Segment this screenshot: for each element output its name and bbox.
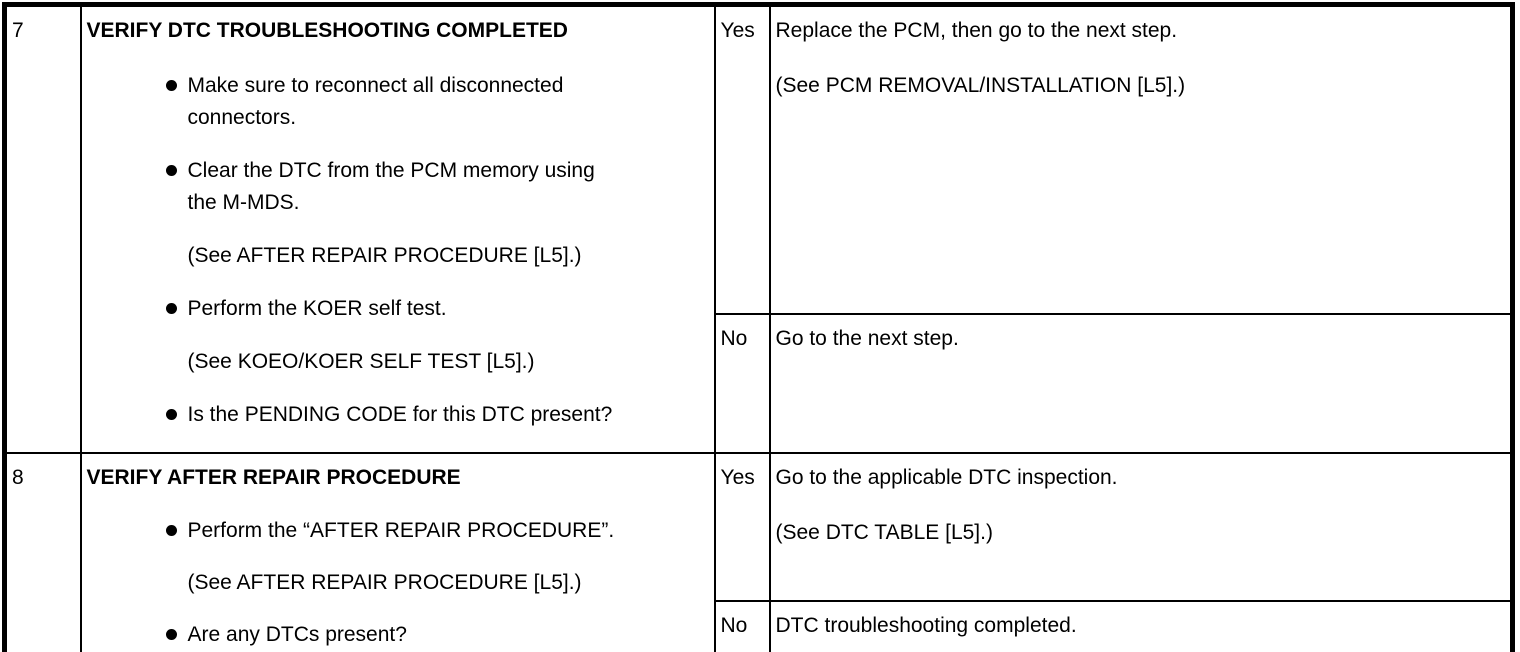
bullet-item: Perform the KOER self test. <box>165 293 709 325</box>
result-text: DTC troubleshooting completed. <box>775 614 1077 638</box>
see-reference: (See PCM REMOVAL/INSTALLATION [L5].) <box>775 74 1186 97</box>
bullet-text: Perform the “AFTER REPAIR PROCEDURE”. <box>187 519 615 542</box>
bullet-icon <box>165 525 177 536</box>
bullet-icon <box>165 165 177 176</box>
bullet-item: Make sure to reconnect all disconnected … <box>165 70 709 134</box>
action-heading: VERIFY DTC TROUBLESHOOTING COMPLETED <box>86 19 568 42</box>
step-number-7: 7 <box>3 3 82 454</box>
action-heading: VERIFY AFTER REPAIR PROCEDURE <box>86 466 461 489</box>
bullet-item: Is the PENDING CODE for this DTC present… <box>165 399 709 431</box>
answer-label-no: No <box>713 312 771 455</box>
result-cell-step-8-yes: Go to the applicable DTC inspection. (Se… <box>768 451 1514 603</box>
bullet-icon <box>165 303 177 314</box>
see-reference: (See AFTER REPAIR PROCEDURE [L5].) <box>187 244 582 267</box>
table-row: No Go to the next step. <box>5 312 1514 455</box>
see-reference: (See KOEO/KOER SELF TEST [L5].) <box>187 350 535 373</box>
bullet-item: Are any DTCs present? <box>165 619 709 651</box>
action-cell-step-7: VERIFY DTC TROUBLESHOOTING COMPLETED Mak… <box>79 3 716 454</box>
result-text: Replace the PCM, then go to the next ste… <box>775 19 1178 42</box>
see-reference: (See DTC TABLE [L5].) <box>775 521 993 544</box>
bullet-text: Is the PENDING CODE for this DTC present… <box>187 403 613 426</box>
table-row: 7 VERIFY DTC TROUBLESHOOTING COMPLETED M… <box>3 3 1514 454</box>
bullet-text: Make sure to reconnect all disconnected … <box>187 74 564 129</box>
answer-label-yes: Yes <box>713 3 771 315</box>
bullet-text: Perform the KOER self test. <box>187 297 447 320</box>
bullet-text: Are any DTCs present? <box>187 623 407 646</box>
step-number-8: 8 <box>3 452 82 652</box>
result-cell-step-7-no: Go to the next step. <box>768 312 1514 455</box>
table-row: No DTC troubleshooting completed. <box>5 600 1514 652</box>
answer-label-yes: Yes <box>713 451 771 603</box>
table-row: 8 VERIFY AFTER REPAIR PROCEDURE Perform … <box>3 451 1514 652</box>
result-cell-step-8-no: DTC troubleshooting completed. <box>768 600 1514 652</box>
action-cell-step-8: VERIFY AFTER REPAIR PROCEDURE Perform th… <box>79 452 716 652</box>
bullet-icon <box>165 409 177 420</box>
bullet-icon <box>165 629 177 640</box>
answer-label-no: No <box>713 600 771 652</box>
bullet-text: Clear the DTC from the PCM memory using … <box>187 159 595 214</box>
result-text: Go to the next step. <box>775 326 959 350</box>
result-text: Go to the applicable DTC inspection. <box>775 466 1118 489</box>
bullet-icon <box>165 80 177 91</box>
see-reference: (See AFTER REPAIR PROCEDURE [L5].) <box>187 571 582 594</box>
bullet-item: Clear the DTC from the PCM memory using … <box>165 155 709 219</box>
bullet-item: Perform the “AFTER REPAIR PROCEDURE”. <box>165 515 709 547</box>
result-cell-step-7-yes: Replace the PCM, then go to the next ste… <box>768 3 1514 315</box>
